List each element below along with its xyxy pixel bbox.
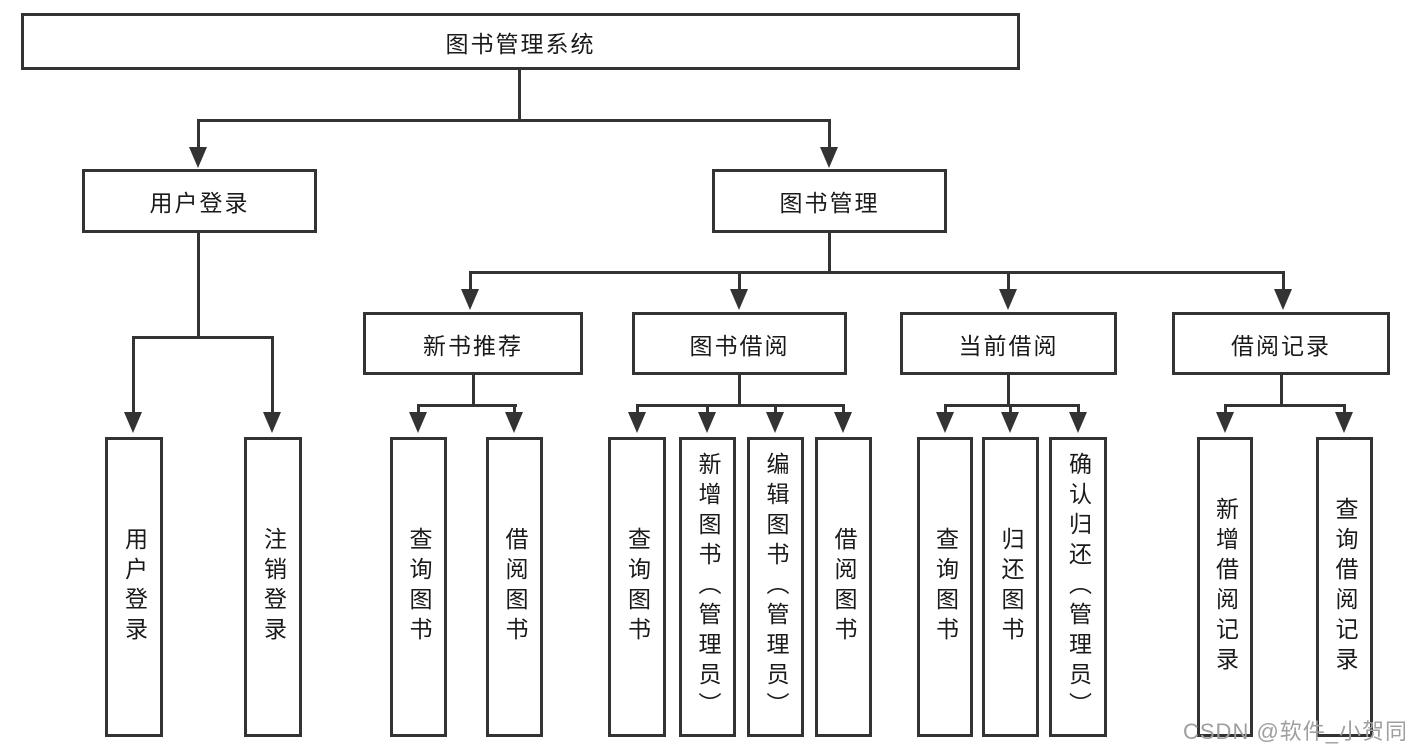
leaf-current-query-book-label: 查询图书 [932,527,959,647]
arrow-down-icon [766,412,784,433]
node-borrow-records-label: 借阅记录 [1231,332,1331,359]
connector-drop [1009,404,1012,416]
leaf-current-confirm-return-admin: 确认归还（管理员） [1049,437,1107,737]
leaf-borrow-edit-book-admin: 编辑图书（管理员） [747,437,804,737]
arrow-down-icon [834,412,852,433]
connector-records-rail [1224,404,1346,407]
connector-drop [417,404,420,416]
node-user-login-label: 用户登录 [149,190,250,216]
arrow-down-icon [999,289,1017,310]
node-book-borrow-label: 图书借阅 [689,332,790,359]
leaf-records-add-record: 新增借阅记录 [1197,437,1253,737]
node-current-borrow: 当前借阅 [900,312,1117,375]
root-node-label: 图书管理系统 [445,30,596,57]
connector-current-rail [944,404,1080,407]
connector-drop [1343,404,1346,416]
leaf-current-query-book: 查询图书 [917,437,973,737]
node-book-borrow: 图书借阅 [632,312,847,375]
arrow-down-icon [1274,289,1292,310]
leaf-user-login-label: 用户登录 [121,527,148,647]
node-book-management-label: 图书管理 [779,190,880,216]
leaf-borrow-borrow-book: 借阅图书 [815,437,872,737]
connector-drop [842,404,845,416]
arrow-down-icon [1001,412,1019,433]
arrow-down-icon [505,412,523,433]
leaf-borrow-query-book-label: 查询图书 [624,527,651,647]
connector-book-mgmt-stem [828,233,831,274]
leaf-borrow-query-book: 查询图书 [608,437,666,737]
node-book-management: 图书管理 [712,169,947,233]
arrow-down-icon [124,412,142,433]
connector-drop [1224,404,1227,416]
leaf-current-confirm-return-admin-label: 确认归还（管理员） [1065,452,1092,722]
connector-user-login-rail [132,336,274,339]
connector-drop [706,404,709,416]
arrow-down-icon [461,289,479,310]
connector-level1-rail [197,119,831,122]
arrow-down-icon [409,412,427,433]
leaf-current-return-book: 归还图书 [982,437,1039,737]
leaf-recommend-query-book-label: 查询图书 [406,527,432,647]
arrow-down-icon [820,147,838,168]
root-node: 图书管理系统 [21,13,1020,70]
connector-borrow-rail [636,404,845,407]
connector-records-stem [1280,375,1283,407]
node-borrow-records: 借阅记录 [1172,312,1390,375]
arrow-down-icon [1216,412,1234,433]
arrow-down-icon [1335,412,1353,433]
connector-borrow-stem [738,375,741,407]
connector-user-login-stem [197,233,200,339]
connector-drop [738,271,741,291]
leaf-current-return-book-label: 归还图书 [998,527,1024,647]
connector-drop [1282,271,1285,291]
connector-drop [271,336,274,414]
arrow-down-icon [1069,412,1087,433]
leaf-logout-label: 注销登录 [260,527,287,647]
node-user-login: 用户登录 [82,169,317,233]
leaf-records-add-record-label: 新增借阅记录 [1212,497,1239,677]
node-current-borrow-label: 当前借阅 [958,332,1059,359]
connector-root-stem [518,70,521,122]
connector-drop [469,271,472,291]
arrow-down-icon [698,412,716,433]
connector-recommend-stem [472,375,475,407]
arrow-down-icon [628,412,646,433]
leaf-records-query-record-label: 查询借阅记录 [1332,497,1358,677]
connector-user-login-drop [197,119,200,151]
connector-drop [1007,271,1010,291]
connector-drop [944,404,947,416]
node-new-book-recommend-label: 新书推荐 [423,332,523,359]
leaf-logout: 注销登录 [244,437,302,737]
leaf-recommend-query-book: 查询图书 [390,437,447,737]
leaf-recommend-borrow-book: 借阅图书 [486,437,543,737]
connector-drop [774,404,777,416]
leaf-borrow-add-book-admin: 新增图书（管理员） [679,437,736,737]
connector-level2-rail [469,271,1285,274]
connector-book-mgmt-drop [828,119,831,151]
arrow-down-icon [263,412,281,433]
connector-drop [636,404,639,416]
connector-drop [132,336,135,414]
leaf-user-login: 用户登录 [105,437,163,737]
leaf-recommend-borrow-book-label: 借阅图书 [502,527,528,647]
connector-drop [513,404,516,416]
node-new-book-recommend: 新书推荐 [363,312,583,375]
csdn-watermark: CSDN @软件_小贺同学 [1183,719,1405,744]
connector-current-stem [1007,375,1010,407]
leaf-borrow-edit-book-admin-label: 编辑图书（管理员） [763,452,789,722]
connector-recommend-rail [417,404,517,407]
connector-drop [1077,404,1080,416]
arrow-down-icon [936,412,954,433]
arrow-down-icon [189,147,207,168]
leaf-borrow-borrow-book-label: 借阅图书 [831,527,857,647]
leaf-records-query-record: 查询借阅记录 [1316,437,1373,737]
leaf-borrow-add-book-admin-label: 新增图书（管理员） [695,452,721,722]
arrow-down-icon [730,289,748,310]
